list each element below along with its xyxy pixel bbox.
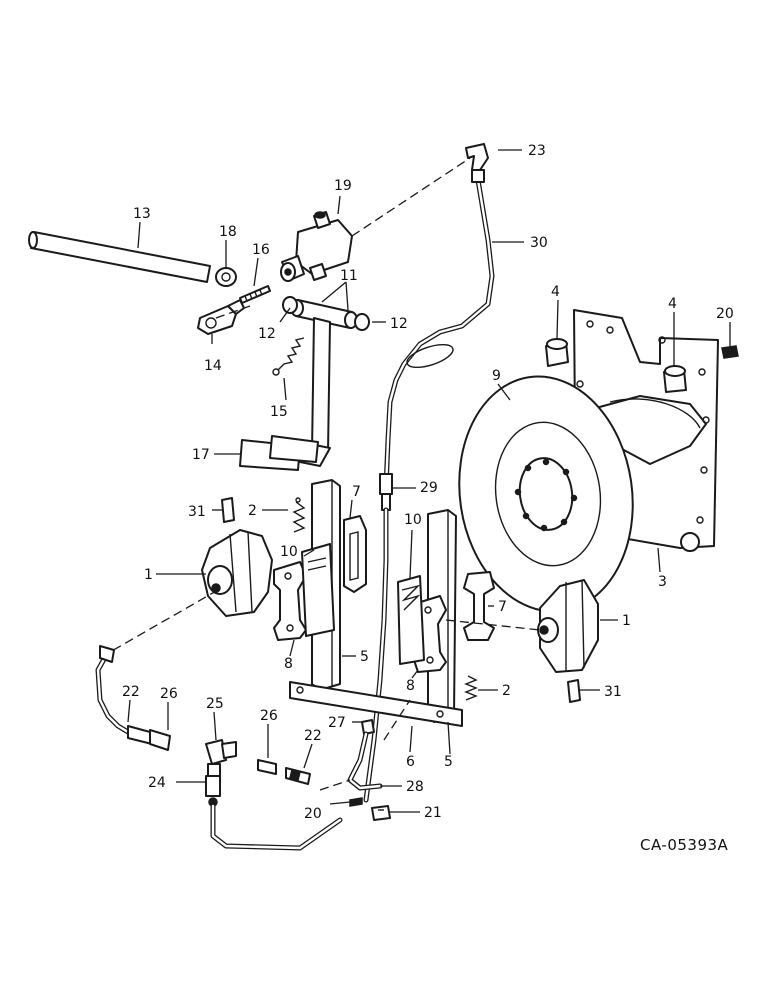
callout-6: 6 bbox=[406, 754, 415, 770]
callout-18: 18 bbox=[219, 224, 237, 240]
callout-22-left: 22 bbox=[122, 684, 140, 700]
part-1-caliper-left bbox=[201, 529, 273, 617]
part-20-clip-top bbox=[721, 345, 739, 359]
callout-labels: 23 19 30 13 18 16 11 12 12 14 15 17 31 2… bbox=[122, 143, 734, 822]
part-15-spring bbox=[272, 337, 305, 376]
callout-9: 9 bbox=[492, 368, 501, 384]
callout-25: 25 bbox=[206, 696, 224, 712]
callout-12-left: 12 bbox=[258, 326, 276, 342]
callout-30: 30 bbox=[530, 235, 548, 251]
callout-28: 28 bbox=[406, 779, 424, 795]
callout-11: 11 bbox=[340, 268, 358, 284]
part-21-clamp bbox=[371, 805, 391, 821]
callout-23: 23 bbox=[528, 143, 546, 159]
part-30-brake-line bbox=[383, 177, 495, 491]
callout-31-upper: 31 bbox=[188, 504, 206, 520]
part-13-shaft bbox=[28, 231, 211, 283]
part-19-master-cylinder bbox=[280, 211, 353, 282]
part-12-bushing-left bbox=[282, 296, 298, 314]
part-9-brake-disc bbox=[458, 375, 634, 613]
part-7-bracket-right bbox=[463, 571, 495, 641]
part-1-caliper-right bbox=[537, 579, 599, 673]
part-6-crossbar bbox=[289, 681, 463, 727]
part-16-threaded-rod bbox=[239, 285, 271, 304]
part-7-bracket-left bbox=[343, 515, 367, 593]
drawing-reference: CA-05393A bbox=[640, 836, 729, 854]
part-8-mount-left bbox=[273, 561, 307, 641]
part-10-clip-left bbox=[301, 543, 335, 637]
callout-10-left: 10 bbox=[280, 544, 298, 560]
callout-7-right: 7 bbox=[498, 599, 507, 615]
part-14-clevis bbox=[197, 299, 245, 335]
callout-10-right: 10 bbox=[404, 512, 422, 528]
part-20-clip-lower bbox=[349, 797, 363, 807]
part-4-spacer-right bbox=[663, 365, 687, 393]
part-31-clip-lower bbox=[567, 679, 581, 703]
callout-8-left: 8 bbox=[284, 656, 293, 672]
callout-20-lower: 20 bbox=[304, 806, 322, 822]
part-2-spring-upper bbox=[292, 497, 306, 533]
callout-1-left: 1 bbox=[144, 567, 153, 583]
part-28-brake-line bbox=[363, 507, 389, 803]
callout-3: 3 bbox=[658, 574, 667, 590]
callout-17: 17 bbox=[192, 447, 210, 463]
callout-19: 19 bbox=[334, 178, 352, 194]
callout-1-right: 1 bbox=[622, 613, 631, 629]
callout-16: 16 bbox=[252, 242, 270, 258]
part-31-clip-upper bbox=[221, 497, 235, 523]
callout-24: 24 bbox=[148, 775, 166, 791]
callout-4-right: 4 bbox=[668, 296, 677, 312]
callout-13: 13 bbox=[133, 206, 151, 222]
callout-4-left: 4 bbox=[551, 284, 560, 300]
callout-26-right: 26 bbox=[260, 708, 278, 724]
callout-22-right: 22 bbox=[304, 728, 322, 744]
callout-7-left: 7 bbox=[352, 484, 361, 500]
part-18-nut bbox=[215, 267, 237, 287]
callout-27: 27 bbox=[328, 715, 346, 731]
callout-31-lower: 31 bbox=[604, 684, 622, 700]
part-22-hose-left bbox=[95, 645, 131, 735]
part-24-union bbox=[205, 775, 221, 807]
callout-2-lower: 2 bbox=[502, 683, 511, 699]
callout-12-right: 12 bbox=[390, 316, 408, 332]
callout-21: 21 bbox=[424, 805, 442, 821]
part-2-spring-lower bbox=[464, 675, 478, 701]
part-26-fitting-left bbox=[127, 725, 171, 751]
part-22-hose-right bbox=[285, 767, 311, 785]
callout-26-left: 26 bbox=[160, 686, 178, 702]
callout-14: 14 bbox=[204, 358, 222, 374]
callout-5-right: 5 bbox=[444, 754, 453, 770]
part-26-fitting-right bbox=[257, 759, 277, 775]
part-29-fitting bbox=[379, 473, 393, 511]
leader-lines bbox=[127, 149, 731, 813]
part-25-tee bbox=[205, 739, 237, 777]
callout-8-right: 8 bbox=[406, 678, 415, 694]
callout-5-left: 5 bbox=[360, 649, 369, 665]
part-12-bushing-right bbox=[354, 313, 370, 331]
callout-2-upper: 2 bbox=[248, 503, 257, 519]
callout-20-top: 20 bbox=[716, 306, 734, 322]
part-23-elbow bbox=[465, 143, 489, 183]
part-10-clip-right bbox=[397, 575, 425, 665]
callout-15: 15 bbox=[270, 404, 288, 420]
lower-brake-line bbox=[210, 803, 343, 851]
part-4-spacer-left bbox=[545, 338, 569, 367]
callout-29: 29 bbox=[420, 480, 438, 496]
part-17-pedal bbox=[239, 317, 331, 471]
